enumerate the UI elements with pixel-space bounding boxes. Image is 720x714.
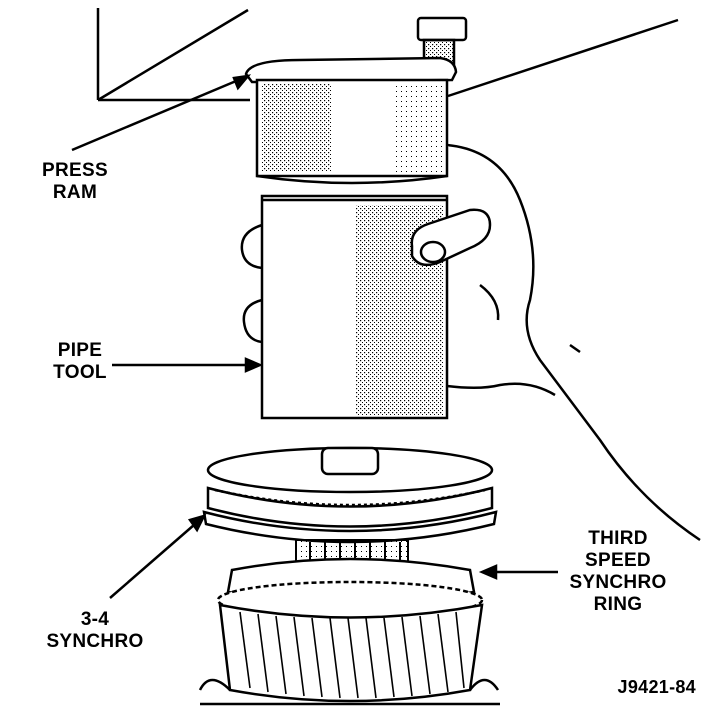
pipe-tool-label-line1: PIPE bbox=[57, 340, 103, 361]
press-ram-label-line2: RAM bbox=[52, 182, 98, 203]
press-frame bbox=[96, 8, 679, 102]
figure-code-text: J9421-84 bbox=[617, 677, 696, 697]
third-speed-label-line2: SPEED bbox=[585, 550, 651, 571]
hand bbox=[240, 143, 701, 542]
synchro-34-label-line1: 3-4 bbox=[80, 609, 110, 630]
third-speed-label-line3: SYNCHRO bbox=[569, 572, 667, 593]
third-speed-gear bbox=[198, 557, 500, 706]
press-ram bbox=[244, 16, 468, 84]
press-ram-label: PRESS RAM bbox=[30, 160, 120, 204]
leader-lines bbox=[71, 74, 558, 599]
figure-code: J9421-84 bbox=[586, 676, 696, 698]
press-ram-label-line1: PRESS bbox=[42, 160, 108, 181]
synchro-34-label-line2: SYNCHRO bbox=[46, 631, 144, 652]
third-speed-label-line1: THIRD bbox=[588, 528, 648, 549]
synchro-34-assembly bbox=[202, 446, 498, 544]
third-speed-synchro-ring-label: THIRD SPEED SYNCHRO RING bbox=[548, 528, 688, 616]
synchro-34-label: 3-4 SYNCHRO bbox=[30, 609, 160, 653]
third-speed-label-line4: RING bbox=[593, 594, 643, 615]
pipe-tool-label-line2: TOOL bbox=[53, 362, 107, 383]
pipe-tool-label: PIPE TOOL bbox=[40, 340, 120, 384]
